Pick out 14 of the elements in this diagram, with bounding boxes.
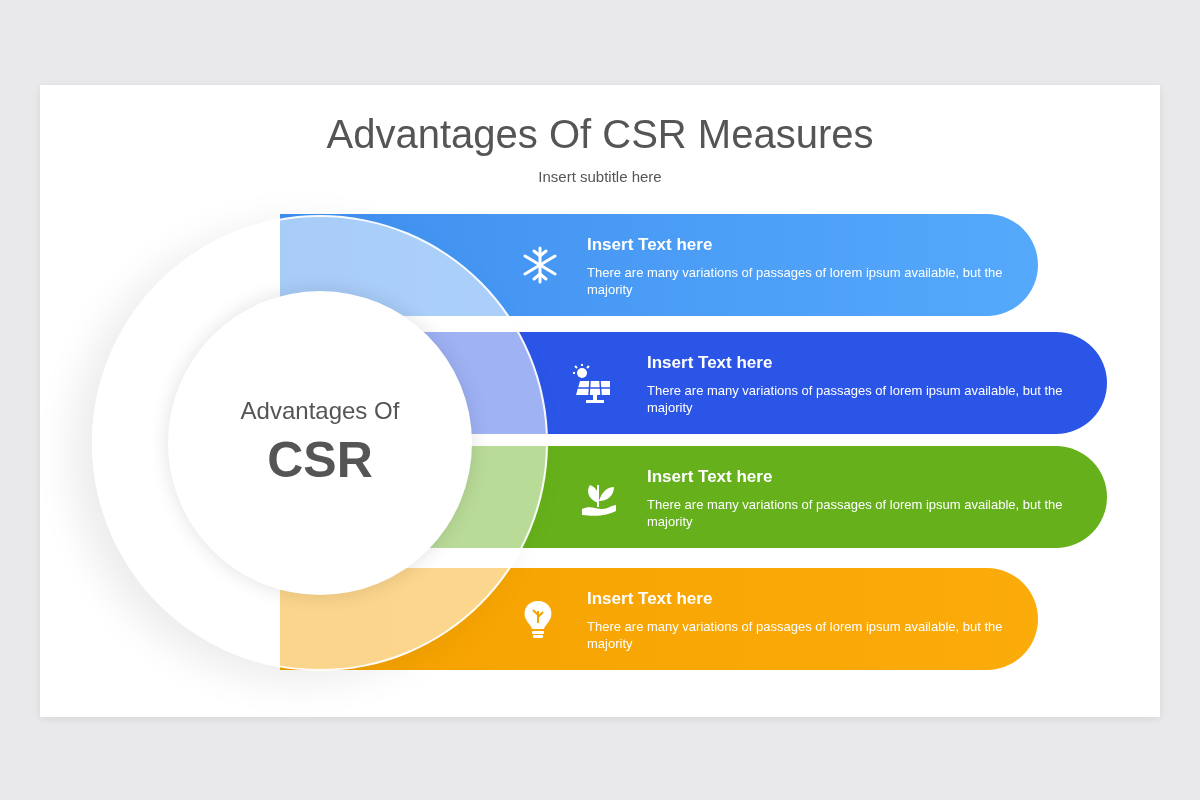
item-description: There are many variations of passages of lorem ipsum available, but the majority <box>587 264 1004 298</box>
item-heading: Insert Text here <box>587 589 713 609</box>
circle-title: CSR <box>266 431 374 489</box>
item-description: There are many variations of passages of lorem ipsum available, but the majority <box>647 382 1064 416</box>
item-description: There are many variations of passages of lorem ipsum available, but the majority <box>647 496 1064 530</box>
item-heading: Insert Text here <box>647 353 773 373</box>
item-description: There are many variations of passages of lorem ipsum available, but the majority <box>587 618 1004 652</box>
item-band <box>280 214 1038 316</box>
item-heading: Insert Text here <box>647 467 773 487</box>
item-heading: Insert Text here <box>587 235 713 255</box>
subtitle: Insert subtitle here <box>537 168 663 185</box>
item-band <box>280 568 1038 670</box>
circle-heading: Advantages Of <box>239 397 401 425</box>
slide-title: Advantages Of CSR Measures <box>325 112 875 157</box>
